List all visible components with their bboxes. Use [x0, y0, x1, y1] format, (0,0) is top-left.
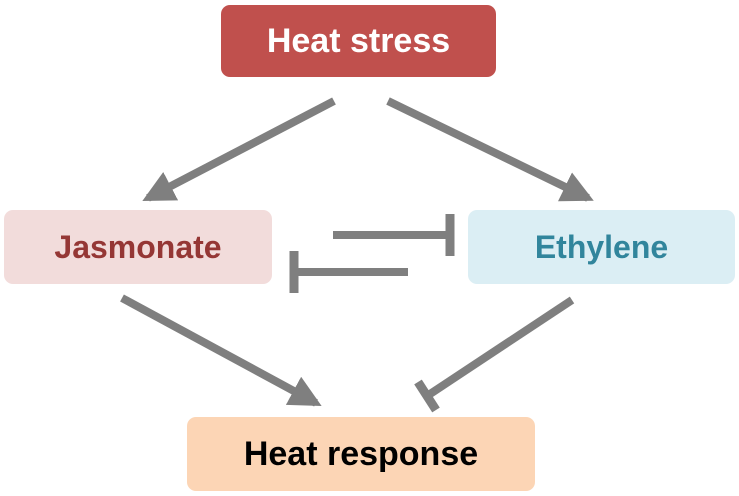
node-jasmonate: Jasmonate: [4, 210, 272, 284]
edge-jasmonate-to-heat-response: [120, 294, 322, 407]
node-heat-stress-label: Heat stress: [266, 21, 451, 60]
node-jasmonate-label: Jasmonate: [54, 228, 222, 265]
edge-ethylene-inhibits-jasmonate: [289, 251, 408, 293]
edge-heat-stress-to-jasmonate: [142, 97, 336, 202]
node-ethylene-label: Ethylene: [534, 228, 669, 265]
node-heat-response: Heat response: [187, 417, 535, 491]
node-ethylene: Ethylene: [468, 210, 735, 284]
node-heat-response-label: Heat response: [243, 434, 479, 473]
edge-heat-stress-to-ethylene: [386, 97, 594, 202]
node-heat-stress: Heat stress: [221, 5, 496, 77]
edge-ethylene-inhibits-heat-response: [414, 296, 575, 413]
edge-jasmonate-inhibits-ethylene: [333, 214, 455, 256]
